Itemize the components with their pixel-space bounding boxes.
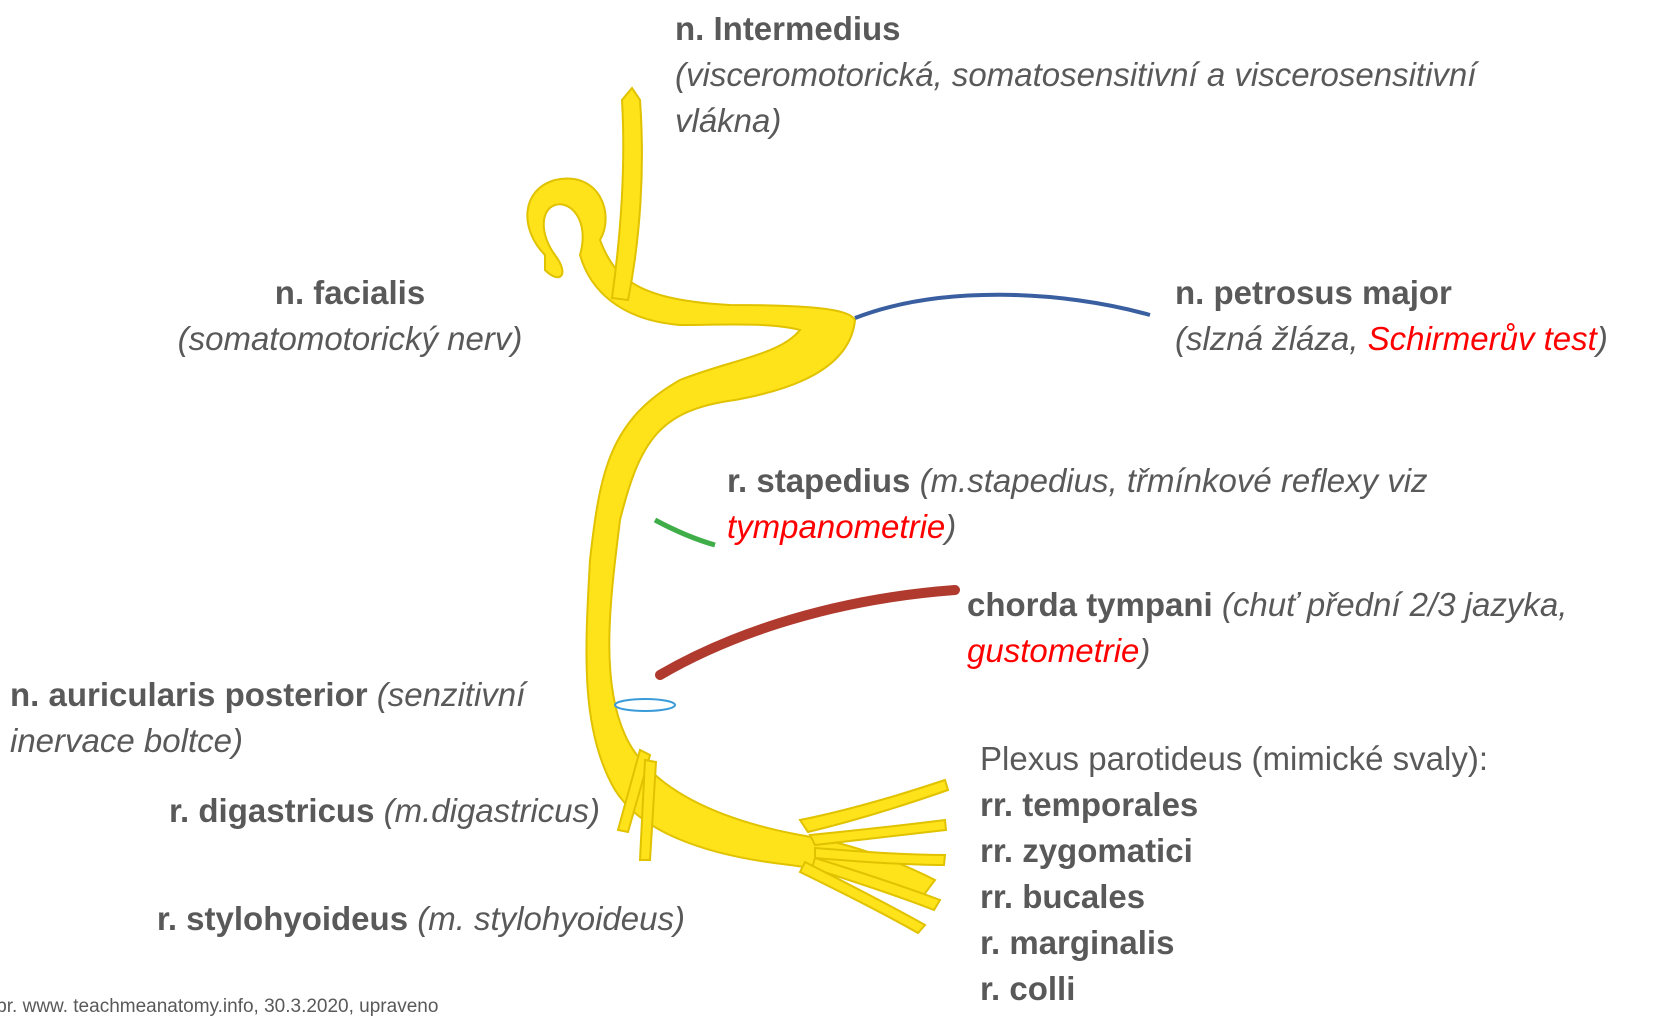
petrosus-major-branch xyxy=(855,295,1150,318)
source-caption: dle obr. www. teachmeanatomy.info, 30.3.… xyxy=(0,996,438,1018)
plexus-title: Plexus parotideus (mimické svaly): xyxy=(980,736,1488,782)
intermedius-branch xyxy=(612,88,642,300)
stylohyoideus-name: r. stylohyoideus xyxy=(157,900,408,937)
chorda-tympani-branch xyxy=(660,590,955,675)
petrosus-name: n. petrosus major xyxy=(1175,274,1452,311)
plexus-branch-temporales: rr. temporales xyxy=(980,786,1198,823)
facialis-desc: (somatomotorický nerv) xyxy=(178,320,523,357)
digastricus-desc: (m.digastricus) xyxy=(374,792,600,829)
auricularis-desc1: (senzitivní xyxy=(368,676,526,713)
stylohyoideus-label: r. stylohyoideus (m. stylohyoideus) xyxy=(40,896,685,942)
chorda-desc: (chuť přední 2/3 jazyka, xyxy=(1213,586,1568,623)
petrosus-desc-pre: (slzná žláza, xyxy=(1175,320,1368,357)
tympanometrie-link: tympanometrie xyxy=(727,508,945,545)
stylohyoideus-desc: (m. stylohyoideus) xyxy=(408,900,685,937)
digastricus-label: r. digastricus (m.digastricus) xyxy=(60,788,600,834)
stapedius-post: ) xyxy=(945,508,956,545)
chorda-label: chorda tympani (chuť přední 2/3 jazyka, … xyxy=(967,582,1567,674)
intermedius-name: n. Intermedius xyxy=(675,10,901,47)
stapedius-branch xyxy=(655,520,715,545)
facialis-label: n. facialis (somatomotorický nerv) xyxy=(140,270,560,362)
stapedius-name: r. stapedius xyxy=(727,462,910,499)
auricularis-name: n. auricularis posterior xyxy=(10,676,368,713)
plexus-branch-bucales: rr. bucales xyxy=(980,878,1145,915)
petrosus-desc-post: ) xyxy=(1597,320,1608,357)
chorda-name: chorda tympani xyxy=(967,586,1213,623)
petrosus-label: n. petrosus major (slzná žláza, Schirmer… xyxy=(1175,270,1608,362)
intermedius-desc-line2: vlákna) xyxy=(675,102,781,139)
auricularis-posterior-branch xyxy=(615,699,675,711)
auricularis-label: n. auricularis posterior (senzitivní ine… xyxy=(10,672,525,764)
stapedius-desc: (m.stapedius, třmínkové reflexy viz xyxy=(910,462,1427,499)
plexus-branch-colli: r. colli xyxy=(980,970,1075,1007)
digastricus-name: r. digastricus xyxy=(169,792,374,829)
stapedius-label: r. stapedius (m.stapedius, třmínkové ref… xyxy=(727,458,1428,550)
intermedius-label: n. Intermedius (visceromotorická, somato… xyxy=(675,6,1476,144)
facialis-name: n. facialis xyxy=(275,274,425,311)
plexus-parotideus-fan xyxy=(800,780,948,933)
plexus-label: Plexus parotideus (mimické svaly): rr. t… xyxy=(980,736,1488,1012)
plexus-branch-marginalis: r. marginalis xyxy=(980,924,1174,961)
schirmer-test-link: Schirmerův test xyxy=(1368,320,1597,357)
auricularis-desc2: inervace boltce) xyxy=(10,722,243,759)
gustometrie-link: gustometrie xyxy=(967,632,1139,669)
plexus-branch-zygomatici: rr. zygomatici xyxy=(980,832,1193,869)
intermedius-desc-line1: (visceromotorická, somatosensitivní a vi… xyxy=(675,56,1476,93)
chorda-post: ) xyxy=(1139,632,1150,669)
